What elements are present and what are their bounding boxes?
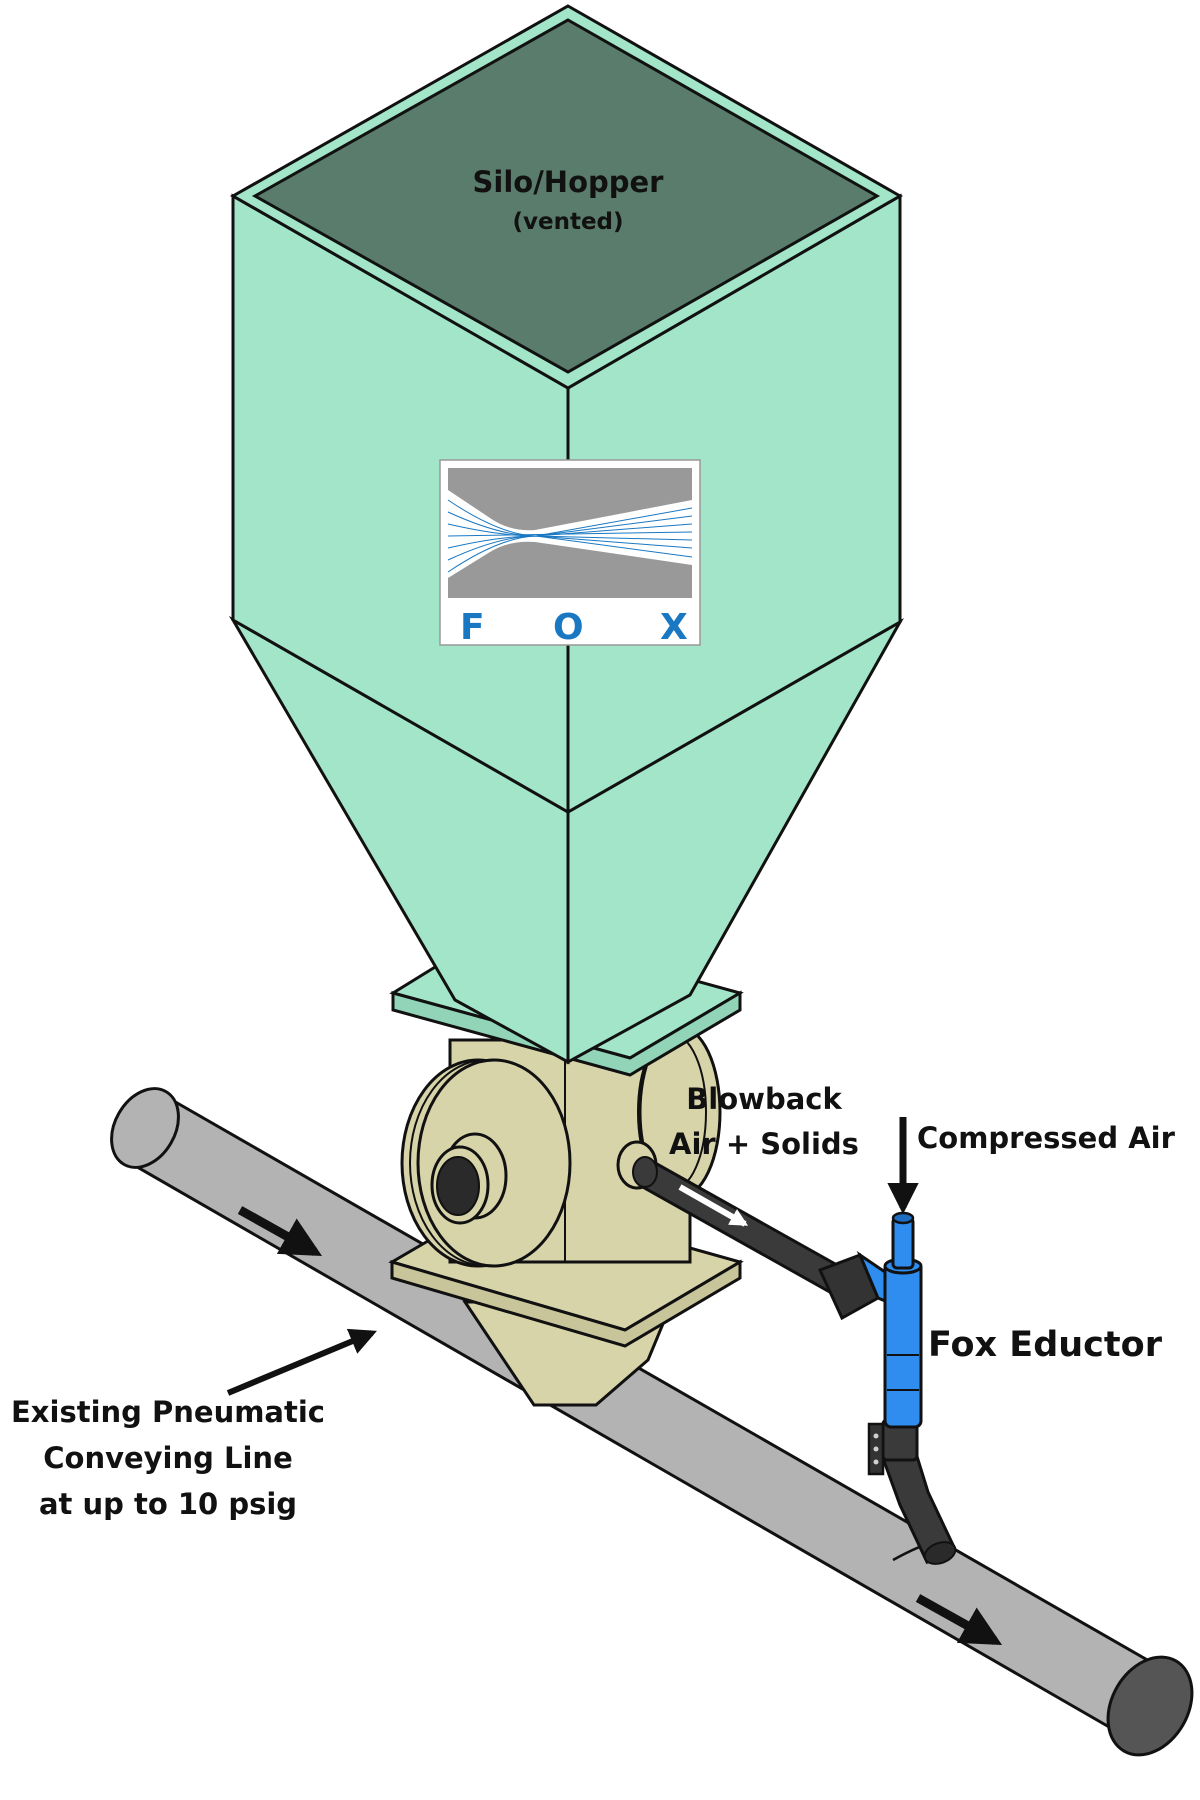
pipe-end: [1106, 1655, 1194, 1757]
outflow-arrow-icon: [915, 1594, 1003, 1645]
fox-eductor: [867, 1211, 957, 1565]
hopper-top: [251, 18, 881, 374]
logo-letter-f: F: [460, 607, 485, 648]
hopper-title: Silo/Hopper: [473, 165, 665, 199]
logo-letter-o: O: [553, 607, 584, 648]
blowback-flow-arrow-icon: [678, 1184, 749, 1227]
blowback-label-line-2: Air + Solids: [669, 1127, 859, 1161]
silo-hopper: [228, 4, 904, 1065]
conveying-line-label-3: at up to 10 psig: [39, 1487, 297, 1521]
eductor-label: Fox Eductor: [928, 1325, 1163, 1365]
leader-line: [226, 1328, 377, 1396]
blowback-hose: [616, 1140, 898, 1321]
inflow-arrow-icon: [237, 1206, 323, 1256]
fox-logo: F O X: [439, 459, 701, 648]
blowback-label-line-1: Blowback: [686, 1082, 842, 1116]
conveying-line-label-2: Conveying Line: [43, 1441, 293, 1475]
logo-letter-x: X: [660, 607, 688, 648]
hopper-subtitle: (vented): [512, 209, 623, 235]
conveying-line-label-1: Existing Pneumatic: [11, 1395, 325, 1429]
compressed-air-label: Compressed Air: [917, 1121, 1176, 1155]
